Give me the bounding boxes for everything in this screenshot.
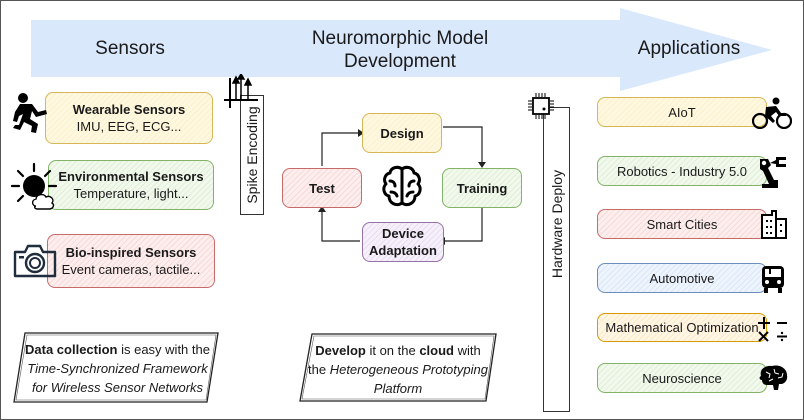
spike-encoding-label: Spike Encoding [244,106,260,204]
data-collection-note-line1: Data collection is easy with the [20,340,215,359]
spike-train-icon [224,74,258,108]
develop-mid: it on the [365,343,420,358]
cycle-test: Test [282,168,362,208]
data-collection-note-line3: for Wireless Sensor Networks [20,378,215,397]
stage-sensors-title: Sensors [95,38,165,59]
platform-name-line2: Platform [373,381,423,396]
develop-note: Develop it on the cloud with the Heterog… [303,341,493,398]
bus-icon [762,266,784,293]
sensor-environmental-title: Environmental Sensors [58,169,204,184]
math-operators-icon [758,317,787,342]
framework-name-line1: Time-Synchronized Framework [27,361,208,376]
data-collection-note: Data collection is easy with the Time-Sy… [20,340,215,397]
hardware-deploy-label: Hardware Deploy [549,169,565,279]
application-automotive: Automotive [597,263,767,293]
cycle-device-adaptation-line1: Device [382,226,424,241]
buildings-icon [761,210,787,239]
sun-cloud-icon [10,162,58,210]
stage-applications-title: Applications [637,38,741,59]
sensor-wearable-subtitle: IMU, EEG, ECG... [76,119,182,134]
hardware-deploy-bar [543,107,570,412]
running-person-icon [13,93,47,133]
cloud-bold: cloud [419,343,454,358]
develop-note-line2: the Heterogeneous Prototyping [303,360,493,379]
data-collection-note-shape [13,332,219,403]
develop-note-line1: Develop it on the cloud with [303,341,493,360]
cycle-device-adaptation-line2: Adaptation [369,243,437,258]
develop-note-shape [299,333,497,402]
sensor-bio-inspired: Bio-inspired Sensors Event cameras, tact… [47,234,215,288]
sensor-environmental: Environmental Sensors Temperature, light… [48,160,214,210]
data-collection-rest: is easy with the [117,342,210,357]
cycle-training: Training [442,168,522,208]
brain-icon [382,165,422,207]
application-robotics: Robotics - Industry 5.0 [597,156,767,186]
spike-encoding-bar [240,95,264,215]
application-aiot: AIoT [597,97,767,127]
sensor-environmental-subtitle: Temperature, light... [73,186,189,201]
application-neuroscience: Neuroscience [597,363,767,393]
framework-name-line2: for Wireless Sensor Networks [31,380,204,395]
data-collection-note-line2: Time-Synchronized Framework [20,359,215,378]
application-mathematical-optimization: Mathematical Optimization [597,313,767,342]
application-smart-cities: Smart Cities [597,209,767,239]
sensor-bio-inspired-subtitle: Event cameras, tactile... [61,262,201,277]
cycle-design: Design [362,113,442,153]
develop-bold: Develop [315,343,366,358]
data-collection-bold: Data collection [25,342,118,357]
cycle-device-adaptation: Device Adaptation [362,222,444,262]
stage-model-title-line2: Development [344,51,456,72]
stage-model-title-line1: Neuromorphic Model [311,28,489,49]
stage-model-title: Neuromorphic Model Development [280,27,520,73]
platform-name-line1: Heterogeneous Prototyping [329,362,488,377]
develop-prefix: the [308,362,330,377]
cyclist-icon [752,97,792,129]
chip-icon [528,93,554,119]
sensor-wearable-title: Wearable Sensors [72,102,186,117]
sensor-wearable: Wearable Sensors IMU, EEG, ECG... [45,92,213,144]
camera-icon [13,244,57,278]
develop-note-line3: Platform [303,379,493,398]
sensor-bio-inspired-title: Bio-inspired Sensors [65,245,197,260]
robot-arm-icon [760,157,786,188]
brain-head-icon [759,365,788,390]
develop-end: with [454,343,481,358]
